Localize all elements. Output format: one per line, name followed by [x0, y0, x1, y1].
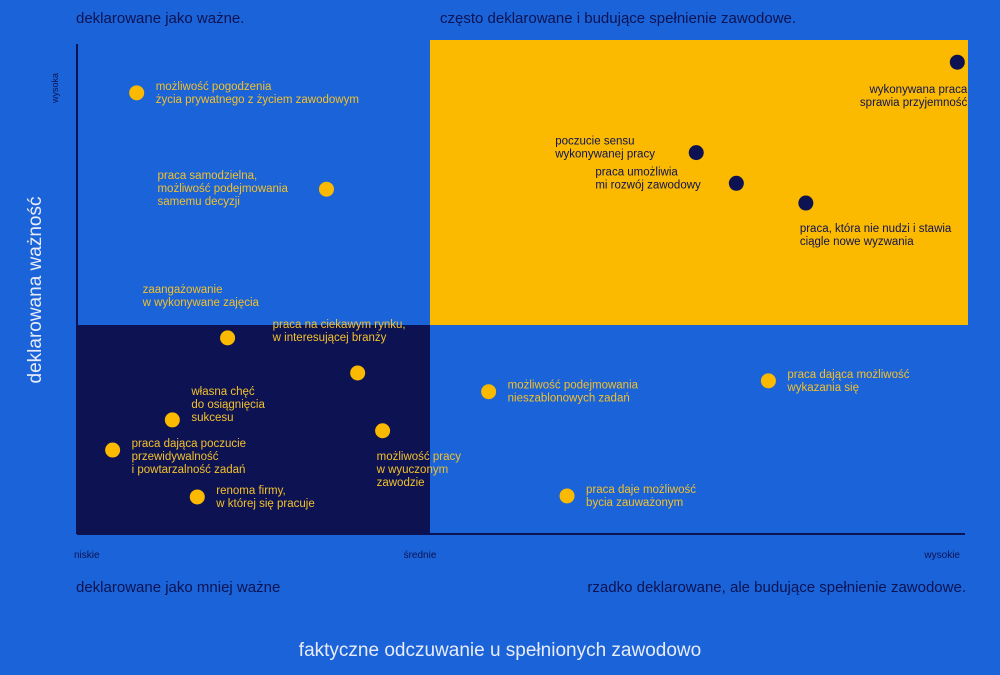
- data-point-label-line: wykonywana praca: [868, 84, 967, 96]
- quadrant-label-bottom-left: deklarowane jako mniej ważne: [76, 579, 281, 596]
- data-point-label-line: w wykonywane zajęcia: [142, 297, 260, 309]
- data-point-label-line: wykazania się: [786, 382, 859, 394]
- data-point-label-line: zaangażowanie: [143, 284, 223, 296]
- data-point-label-line: możliwość podejmowania: [508, 380, 639, 392]
- data-point-label: praca na ciekawym rynku,w interesującej …: [272, 319, 406, 344]
- x-tick-label: niskie: [74, 550, 100, 561]
- quadrant-label-top-left: deklarowane jako ważne.: [76, 10, 245, 27]
- data-point-label-line: przewidywalność: [132, 451, 219, 463]
- data-point: [318, 181, 334, 197]
- data-point-label-line: mi rozwój zawodowy: [595, 179, 701, 191]
- data-point: [220, 330, 236, 346]
- data-point: [481, 384, 497, 400]
- data-point-label-line: praca umożliwia: [595, 166, 678, 178]
- data-point: [688, 145, 704, 161]
- data-point-label-line: sprawia przyjemność: [860, 97, 968, 109]
- data-point: [798, 195, 814, 211]
- data-point-label: praca samodzielna,możliwość podejmowania…: [157, 170, 288, 208]
- data-point-label-line: zawodzie: [377, 477, 425, 489]
- data-point-label-line: życia prywatnego z życiem zawodowym: [156, 94, 359, 106]
- data-point-label-line: w wyuczonym: [376, 464, 449, 476]
- data-point: [105, 442, 121, 458]
- data-point-label-line: ciągle nowe wyzwania: [800, 236, 914, 248]
- x-axis-title: faktyczne odczuwanie u spełnionych zawod…: [298, 640, 702, 661]
- data-point-label-line: sukcesu: [191, 412, 233, 424]
- data-point: [728, 175, 744, 191]
- data-point-label-line: wykonywanej pracy: [554, 149, 655, 161]
- data-point: [559, 488, 575, 504]
- data-point-label-line: możliwość pogodzenia: [156, 81, 272, 93]
- data-point: [949, 54, 965, 70]
- data-point-label: renoma firmy,w której się pracuje: [215, 485, 314, 510]
- data-point-label-line: praca dająca możliwość: [787, 369, 909, 381]
- y-axis-title: deklarowana ważność: [25, 196, 46, 384]
- data-point: [164, 412, 180, 428]
- data-point-label-line: i powtarzalność zadań: [132, 464, 246, 476]
- data-point-label-line: praca dająca poczucie: [132, 438, 246, 450]
- quadrant-label-top-right: często deklarowane i budujące spełnienie…: [440, 10, 797, 27]
- data-point-label-line: w której się pracuje: [215, 498, 314, 510]
- data-point-label-line: praca samodzielna,: [157, 170, 257, 182]
- data-point-label-line: własna chęć: [190, 386, 255, 398]
- x-tick-label: wysokie: [923, 550, 960, 561]
- data-point-label-line: praca na ciekawym rynku,: [273, 319, 406, 331]
- data-point-label-line: do osiągnięcia: [191, 399, 265, 411]
- data-point-label-line: możliwość podejmowania: [157, 183, 288, 195]
- quadrant-top-right: [430, 40, 968, 325]
- data-point-label-line: samemu decyzji: [157, 196, 239, 208]
- data-point: [350, 365, 366, 381]
- data-point-label-line: nieszablonowych zadań: [508, 393, 630, 405]
- data-point-label-line: praca daje możliwość: [586, 484, 696, 496]
- data-point: [375, 423, 391, 439]
- data-point-label-line: praca, która nie nudzi i stawia: [800, 223, 952, 235]
- data-point-label-line: bycia zauważonym: [586, 497, 683, 509]
- data-point: [129, 85, 145, 101]
- data-point-label-line: w interesującej branży: [272, 332, 387, 344]
- data-point: [760, 373, 776, 389]
- data-point: [189, 489, 205, 505]
- data-point-label-line: możliwość pracy: [377, 451, 462, 463]
- quadrant-bottom-left: [77, 325, 430, 534]
- x-tick-label: średnie: [404, 550, 437, 561]
- quadrant-label-bottom-right: rzadko deklarowane, ale budujące spełnie…: [587, 579, 966, 596]
- y-tick-label-high: wysoka: [50, 72, 60, 104]
- data-point-label-line: renoma firmy,: [216, 485, 285, 497]
- data-point-label-line: poczucie sensu: [555, 136, 634, 148]
